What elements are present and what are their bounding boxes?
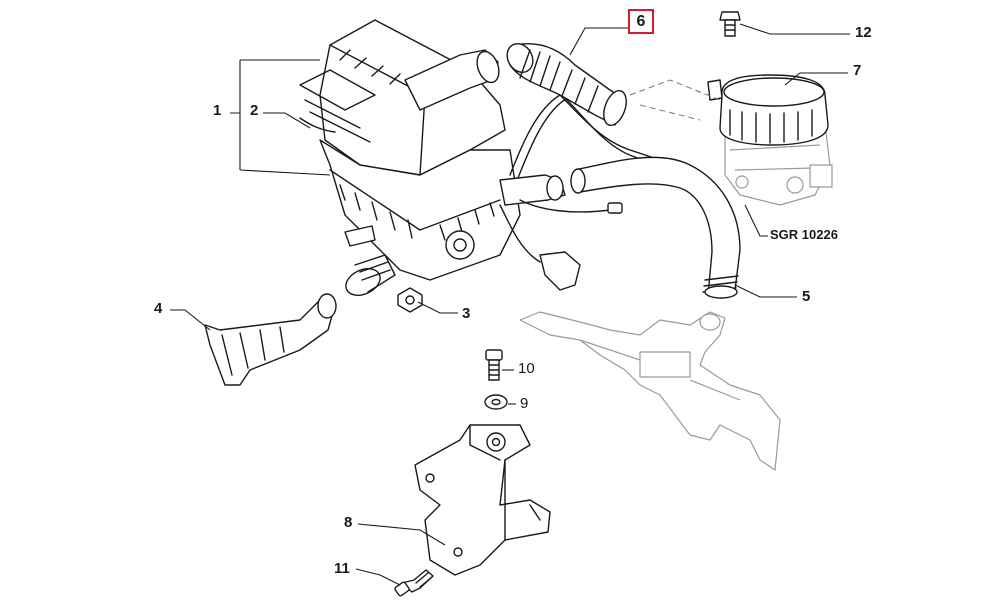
part-3-nut [397, 287, 423, 313]
part-6-intake-hose [506, 42, 627, 126]
callout-5: 5 [802, 288, 811, 305]
part-7-cap-and-throttle-body [629, 74, 833, 206]
part-4-intake-duct [204, 293, 337, 386]
part-10-bolt [485, 349, 503, 381]
callout-6-highlighted: 6 [628, 9, 654, 34]
leader-lines [170, 23, 850, 586]
callout-9: 9 [520, 395, 529, 412]
part-5-corrugated-hose [570, 156, 741, 299]
callout-7: 7 [853, 62, 862, 79]
callout-8: 8 [344, 514, 353, 531]
callout-10: 10 [518, 360, 535, 377]
callout-2: 2 [250, 102, 259, 119]
part-9-washer [484, 394, 508, 410]
ghost-heat-shield [519, 311, 781, 471]
callout-4: 4 [154, 300, 163, 317]
part-8-bracket [414, 424, 551, 576]
part-11-bolt [394, 569, 434, 597]
callout-11: 11 [334, 560, 350, 577]
callout-12: 12 [855, 24, 872, 41]
part-12-bolt [719, 11, 741, 37]
callout-3: 3 [462, 305, 471, 322]
callout-1: 1 [213, 102, 222, 119]
hose-routing-lines [499, 94, 661, 291]
part-1-air-filter-housing [299, 19, 566, 296]
reference-code-label: SGR 10226 [770, 227, 838, 242]
